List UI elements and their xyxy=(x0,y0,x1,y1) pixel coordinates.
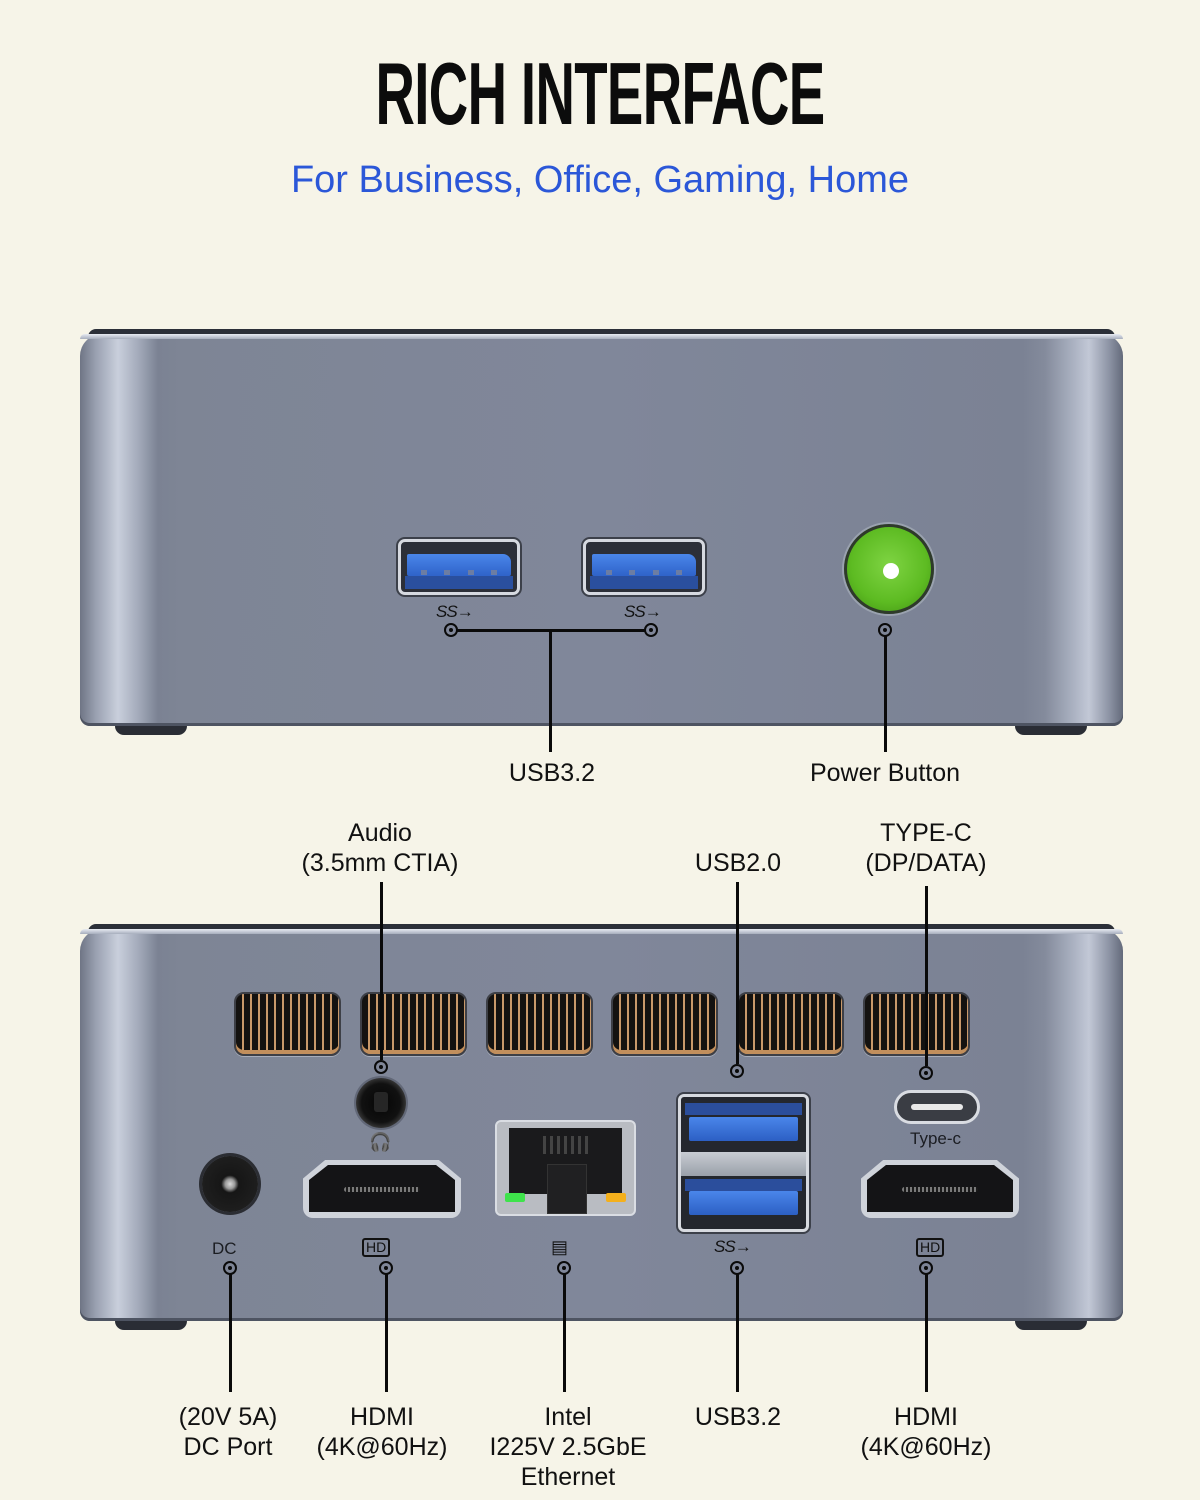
audio-jack xyxy=(356,1078,406,1128)
vent-grille xyxy=(737,992,844,1056)
callout-line xyxy=(736,882,739,1064)
vent-grille xyxy=(360,992,467,1056)
hdmi-port-2 xyxy=(861,1160,1019,1218)
callout-line xyxy=(884,636,887,752)
callout-dot xyxy=(223,1261,237,1275)
activity-led-amber xyxy=(606,1193,626,1202)
typec-port xyxy=(894,1090,980,1124)
hdmi-port-1 xyxy=(303,1160,461,1218)
power-button[interactable] xyxy=(844,524,934,614)
power-led-icon xyxy=(883,563,899,579)
callout-dot xyxy=(379,1261,393,1275)
vent-grille xyxy=(486,992,593,1056)
headphone-icon: 🎧 xyxy=(369,1132,392,1152)
device-foot xyxy=(1015,726,1087,735)
callout-dot xyxy=(730,1064,744,1078)
label-typec: TYPE-C (DP/DATA) xyxy=(865,819,987,877)
label-hdmi-1: HDMI (4K@60Hz) xyxy=(316,1403,448,1461)
callout-line xyxy=(925,1274,928,1392)
device-foot xyxy=(1015,1321,1087,1330)
callout-dot xyxy=(919,1261,933,1275)
vent-grille xyxy=(863,992,970,1056)
label-front-usb: USB3.2 xyxy=(508,759,596,787)
callout-line xyxy=(736,1274,739,1392)
callout-line xyxy=(563,1274,566,1392)
callout-dot xyxy=(919,1066,933,1080)
callout-dot xyxy=(878,623,892,637)
superspeed-usb-icon: SS→ xyxy=(436,602,474,621)
vent-grille xyxy=(234,992,341,1056)
label-hdmi-2: HDMI (4K@60Hz) xyxy=(860,1403,992,1461)
callout-dot xyxy=(730,1261,744,1275)
page-title: RICH INTERFACE xyxy=(375,44,825,143)
dc-glyph: DC xyxy=(212,1239,237,1258)
mini-pc-front-view xyxy=(80,329,1123,726)
callout-line xyxy=(385,1274,388,1392)
hd-badge-icon: HD xyxy=(916,1238,945,1257)
device-foot xyxy=(115,1321,187,1330)
hd-badge-icon: HD xyxy=(362,1238,391,1257)
label-audio: Audio (3.5mm CTIA) xyxy=(301,819,459,877)
callout-line xyxy=(925,886,928,1066)
usb3-port-front-2 xyxy=(583,539,705,595)
network-icon: ▤ xyxy=(551,1237,569,1257)
usb3-stacked-ports xyxy=(678,1094,809,1232)
usb3-port-front-1 xyxy=(398,539,520,595)
label-power-button: Power Button xyxy=(809,759,961,787)
label-dc-port: (20V 5A) DC Port xyxy=(178,1403,278,1461)
callout-line xyxy=(380,882,383,1060)
vent-grille xyxy=(611,992,718,1056)
label-ethernet: Intel I225V 2.5GbE Ethernet xyxy=(489,1403,647,1491)
link-led-green xyxy=(505,1193,525,1202)
callout-line xyxy=(549,630,552,752)
label-usb2: USB2.0 xyxy=(694,849,782,877)
typec-glyph: Type-c xyxy=(910,1129,962,1148)
callout-dot xyxy=(644,623,658,637)
ethernet-port xyxy=(495,1120,636,1216)
superspeed-usb-icon: SS→ xyxy=(624,602,662,621)
superspeed-usb-icon: SS→ xyxy=(714,1237,752,1256)
device-foot xyxy=(115,726,187,735)
page-subtitle: For Business, Office, Gaming, Home xyxy=(290,159,910,201)
callout-line xyxy=(229,1274,232,1392)
callout-dot xyxy=(557,1261,571,1275)
label-rear-usb3: USB3.2 xyxy=(694,1403,782,1431)
dc-power-jack xyxy=(202,1156,258,1212)
callout-dot xyxy=(374,1060,388,1074)
